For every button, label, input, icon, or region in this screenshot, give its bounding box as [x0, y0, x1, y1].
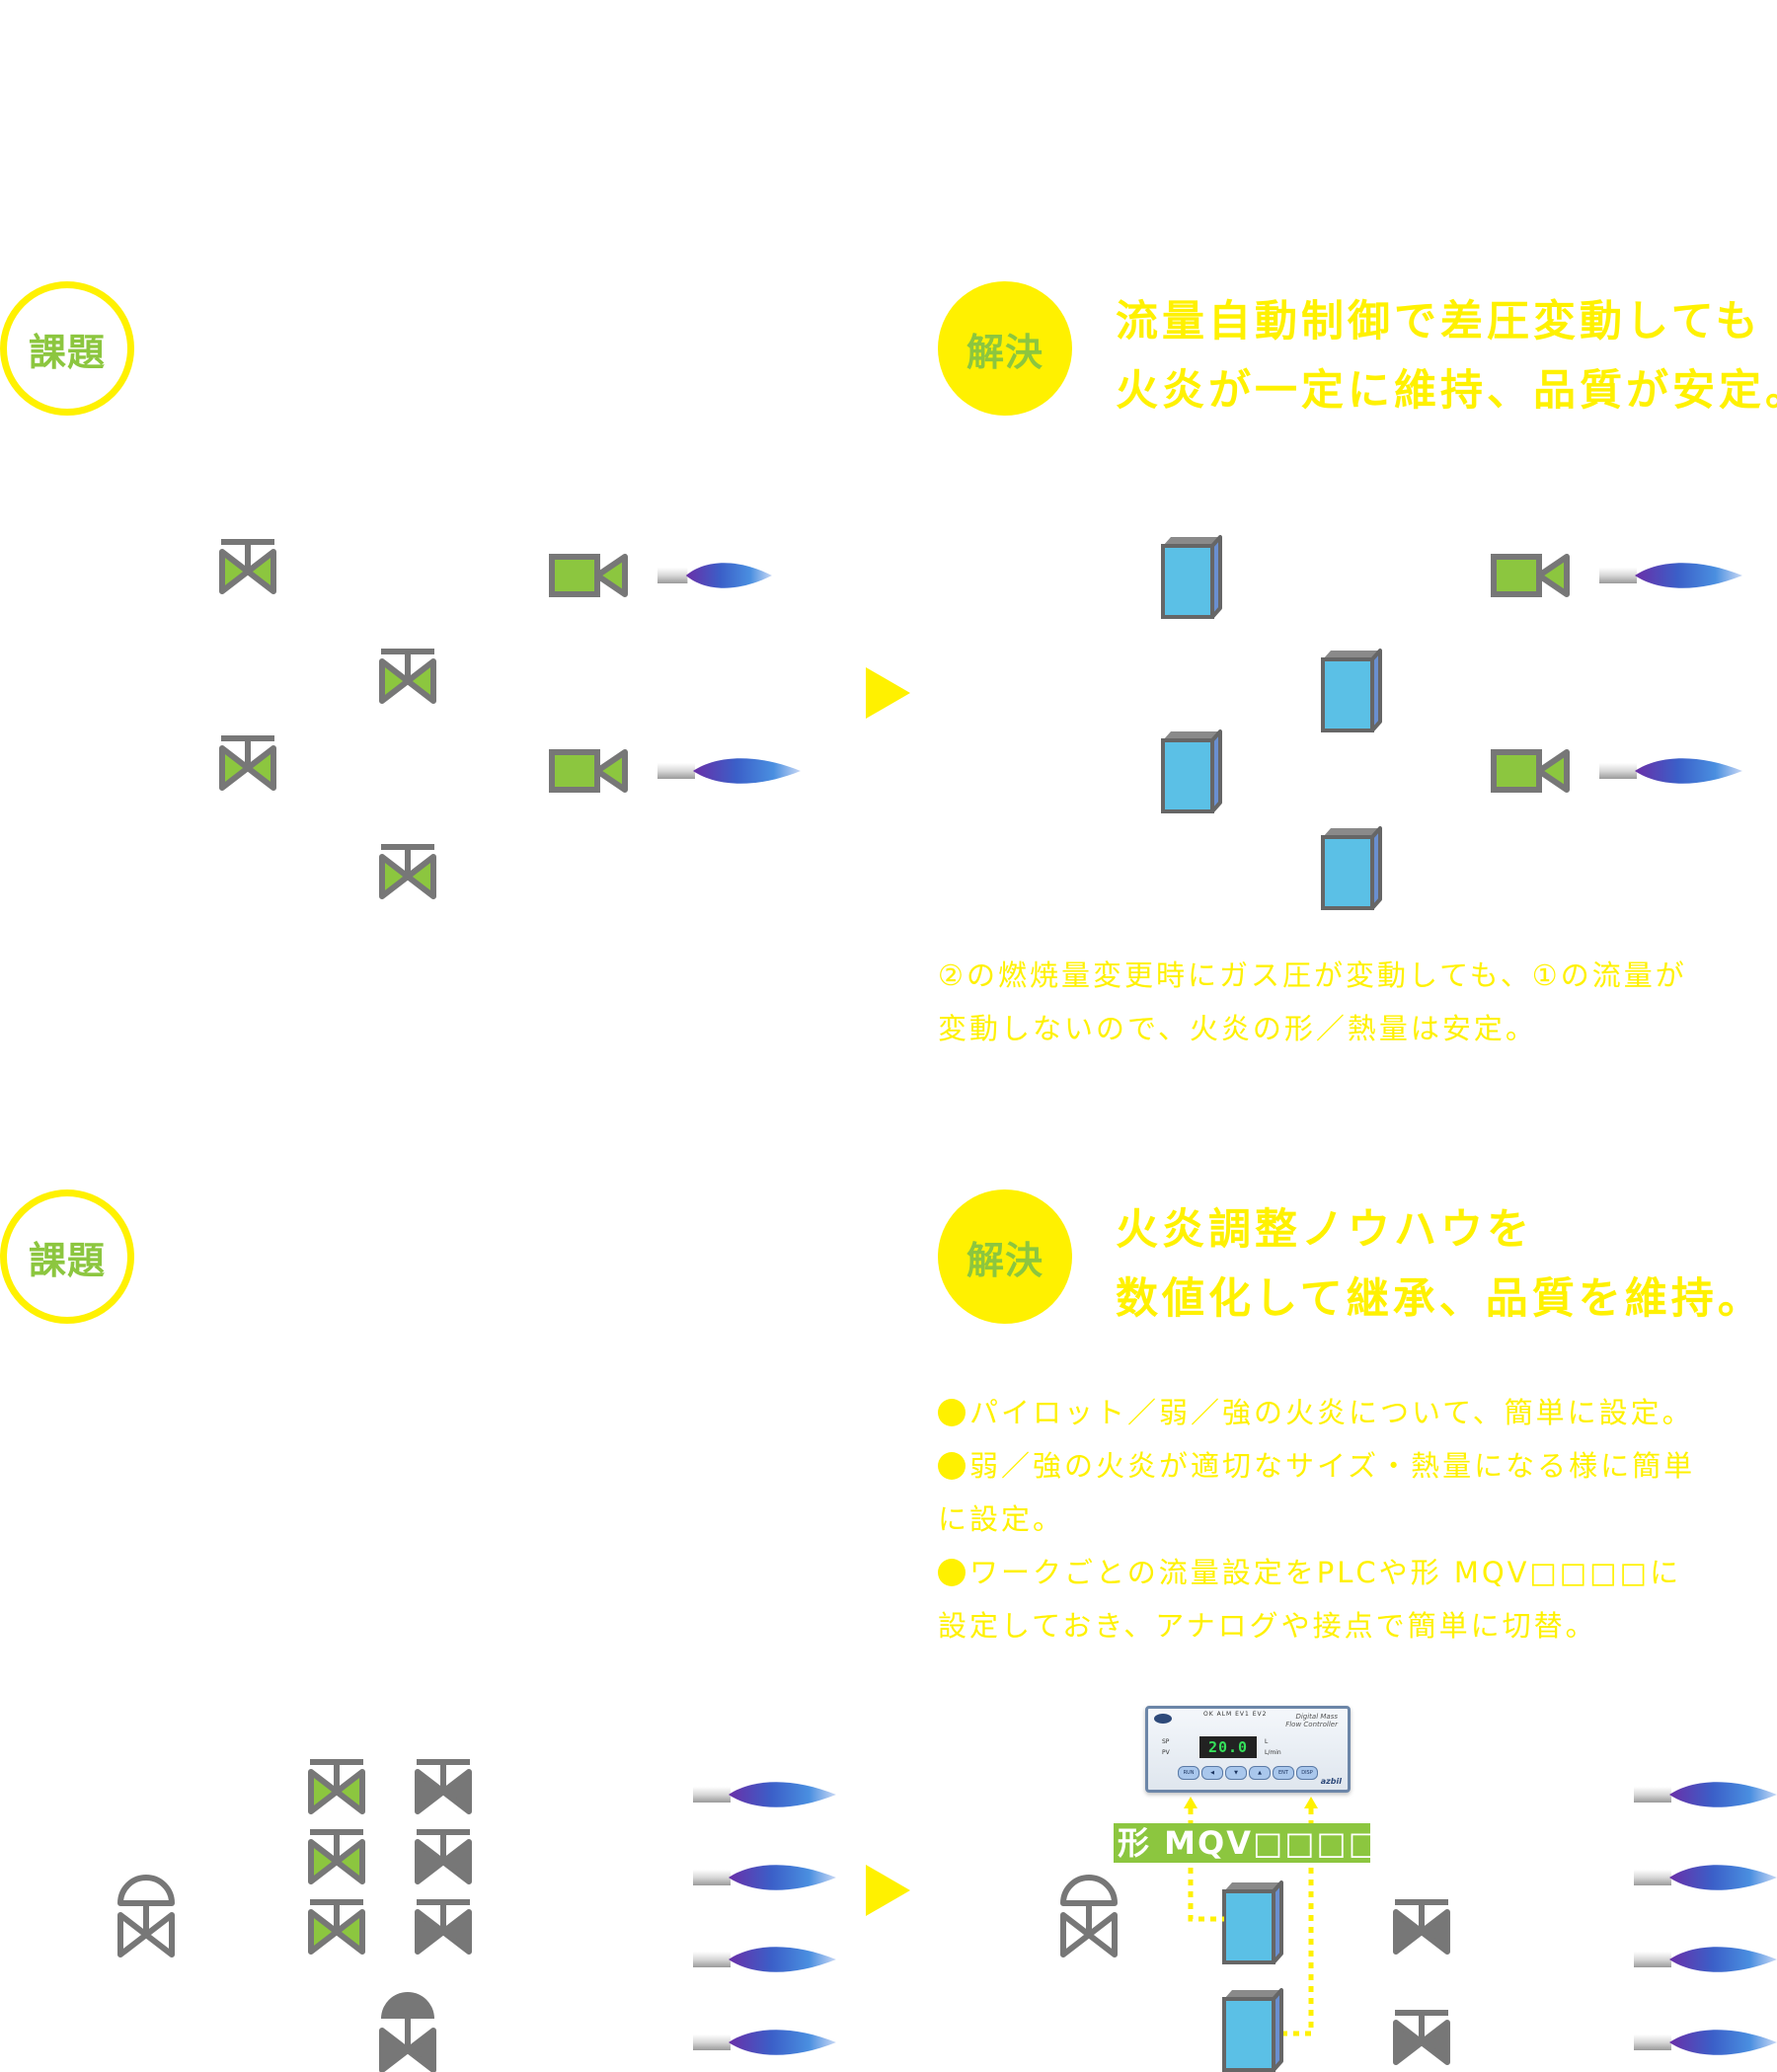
valve-icon: [1395, 1902, 1448, 1952]
down-button: ▼: [1225, 1766, 1247, 1780]
mass-flow-controller-icon: [1222, 1880, 1283, 1964]
flame-icon: [693, 1947, 836, 1972]
bullet-icon: [938, 1452, 966, 1480]
arrow-icon: [866, 1865, 910, 1916]
solution-bullets-2: パイロット／弱／強の火炎について、簡単に設定。 弱／強の火炎が適切なサイズ・熱量…: [938, 1386, 1695, 1652]
run-button: RUN: [1178, 1766, 1199, 1780]
bullet-icon: [938, 1559, 966, 1586]
flame-icon: [1599, 563, 1742, 588]
headline-line: 火炎調整ノウハウを: [1116, 1205, 1533, 1255]
headline-line: 流量自動制御で差圧変動しても: [1116, 297, 1762, 346]
disp-button: DISP: [1296, 1766, 1318, 1780]
solution-headline-2: 火炎調整ノウハウを 数値化して継承、品質を維持。: [1116, 1195, 1764, 1334]
pv-label: PV: [1162, 1749, 1170, 1756]
mass-flow-controller-icon: [1161, 535, 1222, 619]
check-valve-icon: [552, 752, 625, 790]
bullet-icon: [938, 1399, 966, 1426]
sp-label: SP: [1162, 1738, 1170, 1745]
bullet-text: 弱／強の火炎が適切なサイズ・熱量になる様に簡単: [969, 1449, 1696, 1483]
headline-line: 数値化して継承、品質を維持。: [1116, 1274, 1764, 1324]
mass-flow-controller-icon: [1222, 1988, 1283, 2072]
check-valve-icon: [1494, 557, 1567, 594]
unit-label: L: [1265, 1738, 1269, 1745]
bullet-item: ワークごとの流量設定をPLCや形 MQV□□□□に: [938, 1546, 1695, 1599]
arrow-up-icon: [1184, 1797, 1198, 1808]
valve-icon: [417, 1902, 470, 1952]
problem-badge-label: 課題: [28, 330, 106, 374]
valve-icon: [221, 738, 274, 788]
problem-badge-2: 課題: [0, 1189, 134, 1324]
up-button: ▲: [1249, 1766, 1271, 1780]
valve-icon: [381, 652, 434, 701]
regulator-valve-icon: [381, 1992, 434, 2070]
solution-headline-1: 流量自動制御で差圧変動しても 火炎が一定に維持、品質が安定。: [1116, 287, 1777, 425]
flame-icon: [657, 758, 801, 784]
flame-icon: [1634, 1947, 1777, 1972]
mass-flow-controller-icon: [1321, 649, 1382, 732]
solution-description-1: ②の燃焼量変更時にガス圧が変動しても、①の流量が 変動しないので、火炎の形／熱量…: [938, 949, 1687, 1055]
ent-button: ENT: [1273, 1766, 1294, 1780]
bullet-text: パイロット／弱／強の火炎について、簡単に設定。: [969, 1396, 1694, 1429]
valve-icon: [1395, 2013, 1448, 2062]
model-label: 形 MQV□□□□: [1114, 1823, 1370, 1863]
flame-icon: [657, 563, 772, 588]
valve-icon: [221, 542, 274, 591]
signal-line: [1283, 1808, 1314, 2036]
logo-icon: [1154, 1714, 1172, 1724]
solution-badge-label: 解決: [966, 1238, 1043, 1282]
flame-icon: [693, 2030, 836, 2055]
brand-label: azbil: [1320, 1777, 1342, 1786]
device-title: Digital Mass Flow Controller: [1285, 1713, 1338, 1728]
solution-badge-1: 解決: [938, 281, 1072, 416]
valve-icon: [417, 1762, 470, 1811]
mass-flow-controller-icon: [1321, 826, 1382, 910]
valve-icon: [310, 1762, 363, 1811]
bullet-item: 弱／強の火炎が適切なサイズ・熱量になる様に簡単: [938, 1439, 1695, 1493]
lcd-display: 20.0: [1199, 1736, 1257, 1758]
arrow-icon: [866, 667, 910, 719]
flame-icon: [693, 1782, 836, 1807]
arrow-up-icon: [1304, 1797, 1318, 1808]
unit-label: L/min: [1265, 1749, 1281, 1756]
problem-badge-label: 課題: [28, 1238, 106, 1282]
flame-icon: [693, 1865, 836, 1890]
digital-mass-flow-controller: OK ALM EV1 EV2 Digital Mass Flow Control…: [1145, 1706, 1351, 1793]
mass-flow-controller-icon: [1161, 729, 1222, 813]
flame-icon: [1634, 2030, 1777, 2055]
description-line: 変動しないので、火炎の形／熱量は安定。: [938, 1012, 1537, 1045]
bullet-item: パイロット／弱／強の火炎について、簡単に設定。: [938, 1386, 1695, 1439]
valve-icon: [417, 1832, 470, 1881]
flame-icon: [1599, 758, 1742, 784]
check-valve-icon: [1494, 752, 1567, 790]
regulator-valve-icon: [1063, 1878, 1115, 1955]
bullet-text-cont: 設定しておき、アナログや接点で簡単に切替。: [938, 1609, 1597, 1643]
check-valve-icon: [552, 557, 625, 594]
solution-badge-label: 解決: [966, 330, 1043, 374]
flame-icon: [1634, 1865, 1777, 1890]
regulator-valve-icon: [120, 1878, 172, 1955]
description-line: ②の燃焼量変更時にガス圧が変動しても、①の流量が: [938, 959, 1687, 992]
valve-icon: [310, 1902, 363, 1952]
indicator-labels: OK ALM EV1 EV2: [1203, 1711, 1268, 1718]
solution-badge-2: 解決: [938, 1189, 1072, 1324]
bullet-text: ワークごとの流量設定をPLCや形 MQV□□□□に: [969, 1556, 1682, 1589]
problem-badge-1: 課題: [0, 281, 134, 416]
left-button: ◀: [1201, 1766, 1223, 1780]
valve-icon: [310, 1832, 363, 1881]
flame-icon: [1634, 1782, 1777, 1807]
valve-icon: [381, 847, 434, 896]
bullet-text-cont: に設定。: [938, 1502, 1065, 1536]
headline-line: 火炎が一定に維持、品質が安定。: [1116, 366, 1777, 416]
